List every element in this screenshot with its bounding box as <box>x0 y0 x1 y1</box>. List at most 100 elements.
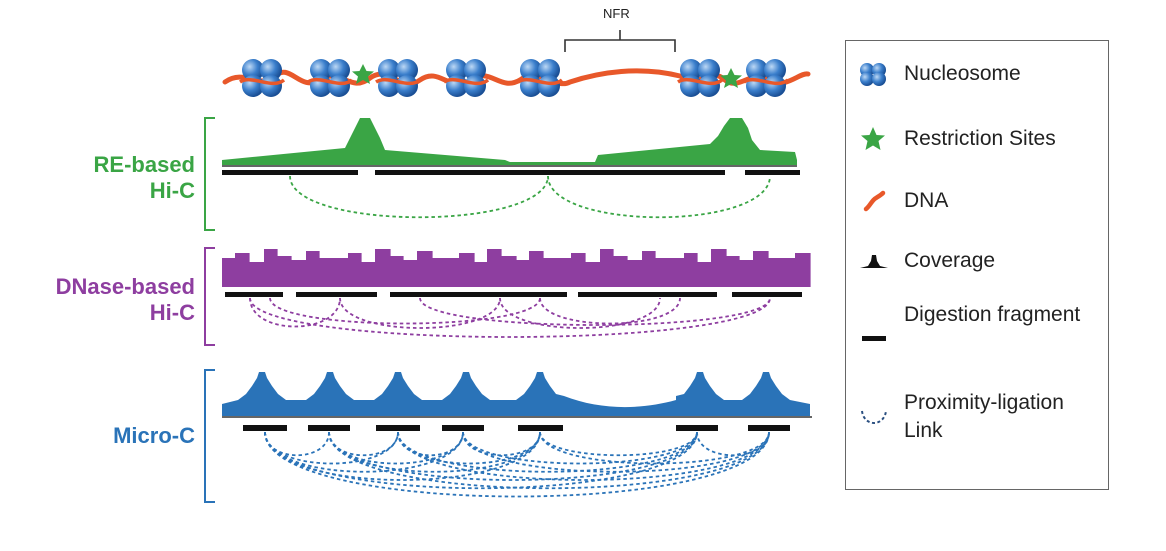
legend: Nucleosome Restriction Sites DNA Coverag… <box>845 40 1109 490</box>
proximity-link <box>339 297 501 329</box>
coverage-bar <box>543 258 559 287</box>
nucleosome <box>677 59 724 97</box>
coverage-bar <box>795 253 811 287</box>
micro-c-label: Micro-C <box>40 423 195 449</box>
re-label-line2: Hi-C <box>149 178 195 203</box>
digestion-fragment <box>222 170 358 175</box>
digestion-fragment <box>442 425 484 431</box>
restriction-site-star <box>720 68 742 88</box>
proximity-link <box>397 431 770 481</box>
coverage-bar <box>390 256 404 287</box>
coverage-bar <box>768 258 782 287</box>
link-icon <box>861 410 887 424</box>
coverage-bar <box>277 256 292 287</box>
coverage-bar <box>375 249 391 287</box>
coverage-bar <box>501 256 517 287</box>
micro-c-baseline <box>222 416 812 418</box>
proximity-link <box>289 175 549 219</box>
proximity-link <box>264 431 464 473</box>
coverage-bar <box>319 258 334 287</box>
coverage-bar <box>306 251 320 287</box>
coverage-bar <box>585 262 601 287</box>
digestion-fragment <box>578 292 717 297</box>
nucleosome <box>743 59 790 97</box>
coverage-bar <box>487 249 502 287</box>
coverage-bar <box>726 256 740 287</box>
proximity-link <box>547 175 771 219</box>
legend-text: Coverage <box>904 249 996 272</box>
nucleosome <box>375 59 422 97</box>
fragment-icon <box>862 336 886 341</box>
digestion-fragment <box>308 425 350 431</box>
micro-c-coverage <box>222 372 810 418</box>
proximity-link <box>462 431 770 473</box>
digestion-fragment <box>243 425 287 431</box>
nucleosome <box>239 59 286 97</box>
proximity-link <box>499 297 661 329</box>
re-coverage <box>222 118 797 166</box>
digestion-fragment <box>225 292 283 297</box>
digestion-fragment <box>375 170 725 175</box>
coverage-icon <box>860 255 888 268</box>
star-icon <box>861 127 885 150</box>
digestion-fragment <box>732 292 802 297</box>
legend-text: Restriction Sites <box>904 127 1056 150</box>
coverage-bar <box>459 253 475 287</box>
dnase-label-line2: Hi-C <box>149 300 195 325</box>
proximity-link <box>696 431 770 457</box>
micro-label-line1: Micro-C <box>113 423 195 448</box>
proximity-link <box>269 297 541 325</box>
coverage-bar <box>417 251 433 287</box>
coverage-bar <box>291 260 307 287</box>
proximity-link <box>539 431 698 457</box>
coverage-bar <box>333 258 349 287</box>
proximity-link <box>539 297 681 325</box>
coverage-bar <box>627 260 643 287</box>
dnase-bracket <box>204 247 215 346</box>
dna-wrap <box>677 77 724 86</box>
coverage-bar <box>516 260 530 287</box>
dna-wrap <box>375 77 422 86</box>
dna-wrap <box>307 77 354 86</box>
dna-wrap <box>239 77 286 86</box>
coverage-bar <box>361 262 376 287</box>
coverage-bar <box>571 253 586 287</box>
coverage-bar <box>739 260 754 287</box>
digestion-fragment <box>745 170 800 175</box>
coverage-bar <box>222 258 236 287</box>
dnase-label-line1: DNase-based <box>55 274 195 299</box>
coverage-bar <box>669 258 685 287</box>
coverage-bar <box>781 258 796 287</box>
coverage-bar <box>558 258 572 287</box>
nucleosome <box>443 59 490 97</box>
digestion-fragment <box>376 425 420 431</box>
coverage-bar <box>655 258 670 287</box>
dnase-based-hic-label: DNase-based Hi-C <box>10 274 195 326</box>
nucleosome-icon <box>860 63 886 86</box>
coverage-bar <box>642 251 656 287</box>
dna-wrap <box>743 77 790 86</box>
proximity-link <box>539 431 770 465</box>
proximity-link <box>397 431 464 457</box>
legend-text: Digestion fragment <box>904 303 1081 326</box>
legend-text: Nucleosome <box>904 62 1021 85</box>
coverage-bar <box>711 249 727 287</box>
proximity-link <box>328 431 464 465</box>
proximity-link <box>397 431 698 473</box>
coverage-bar <box>600 249 614 287</box>
proximity-link <box>249 297 341 328</box>
coverage-bar <box>348 253 362 287</box>
coverage-bar <box>613 256 628 287</box>
coverage-bar <box>474 262 488 287</box>
re-bracket <box>204 117 215 231</box>
micro-bracket <box>204 369 215 503</box>
nfr-bracket <box>564 30 676 52</box>
dna-wrap <box>517 77 564 86</box>
proximity-link <box>462 431 698 465</box>
legend-text: DNA <box>904 189 949 212</box>
proximity-link <box>328 431 541 473</box>
dna-icon <box>863 190 886 212</box>
proximity-link <box>264 431 698 490</box>
